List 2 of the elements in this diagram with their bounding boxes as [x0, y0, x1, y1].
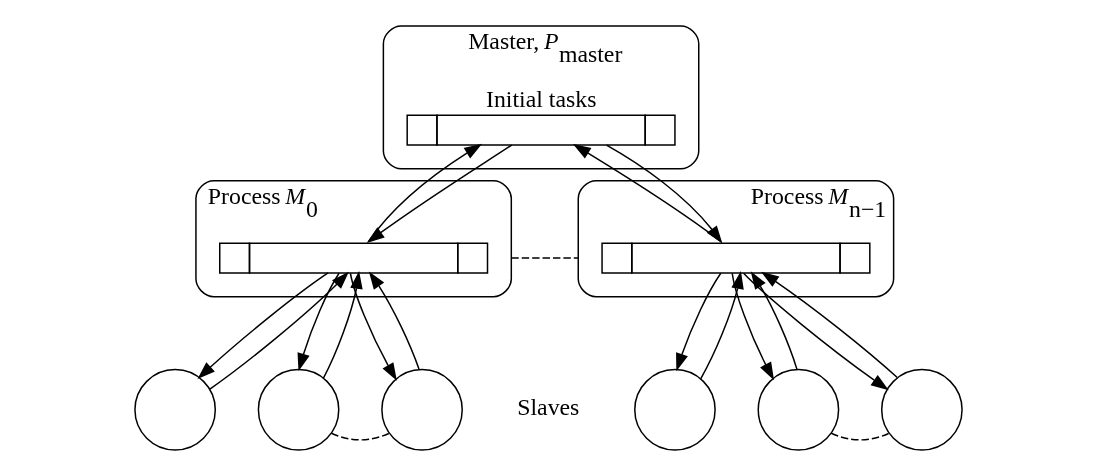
label: Slaves [517, 394, 580, 421]
node-label: Initial tasks [486, 86, 597, 113]
